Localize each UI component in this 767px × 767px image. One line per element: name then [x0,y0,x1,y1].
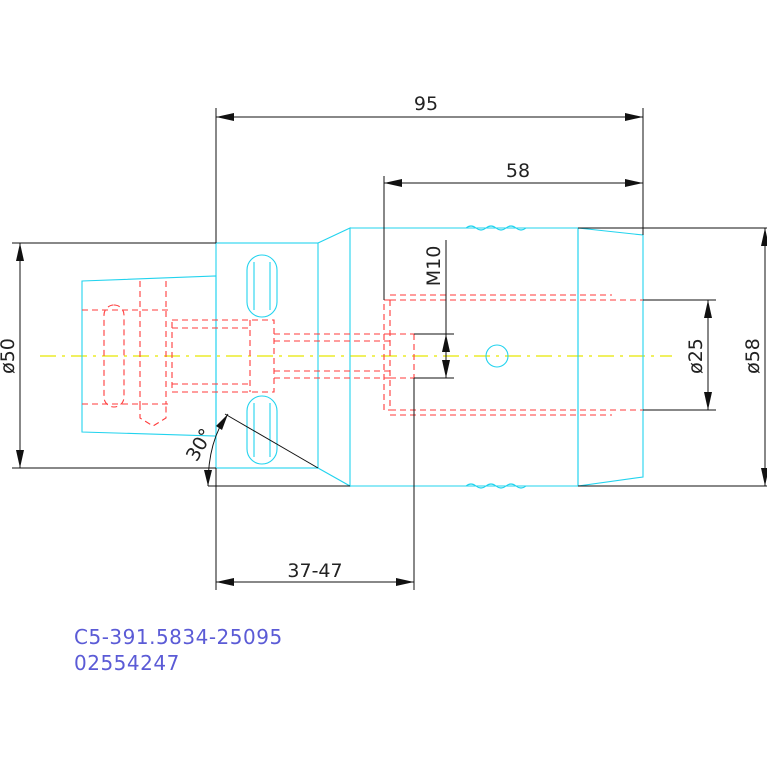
dim-d58-label: ø58 [742,338,764,374]
dim-adjust-range: 37-47 [215,378,415,590]
knurl-bottom [465,483,527,489]
dim-overall-length: 95 [215,93,644,243]
dim-95-label: 95 [414,93,438,115]
dim-d50-label: ø50 [0,338,19,374]
flange-outline [215,242,319,469]
dim-m10-label: M10 [423,246,445,287]
part-number: C5-391.5834-25095 [74,625,283,649]
dim-body-diameter: ø58 [578,227,767,487]
hidden-bore-left [171,319,275,393]
dim-thread-length: 58 [383,160,643,300]
dim-d25-label: ø25 [685,338,707,374]
taper-outline [317,227,351,487]
dim-58-label: 58 [506,160,530,182]
dim-chamfer-angle: 30° [182,413,350,487]
hidden-thread-step [383,299,390,411]
dim-37-47-label: 37-47 [287,560,342,582]
lower-slot [246,395,278,465]
dim-thread-size: M10 [414,240,454,379]
hidden-lines [82,281,643,427]
dim-flange-diameter: ø50 [0,242,216,469]
cross-hole [485,344,509,368]
dim-bore-diameter: ø25 [643,299,716,411]
upper-slot [246,254,278,318]
order-code: 02554247 [74,651,180,675]
part-outline [81,225,644,489]
nose-outline [577,227,644,487]
knurl-top [465,225,527,231]
dim-30deg-label: 30° [182,425,218,465]
hidden-pin [103,304,125,408]
